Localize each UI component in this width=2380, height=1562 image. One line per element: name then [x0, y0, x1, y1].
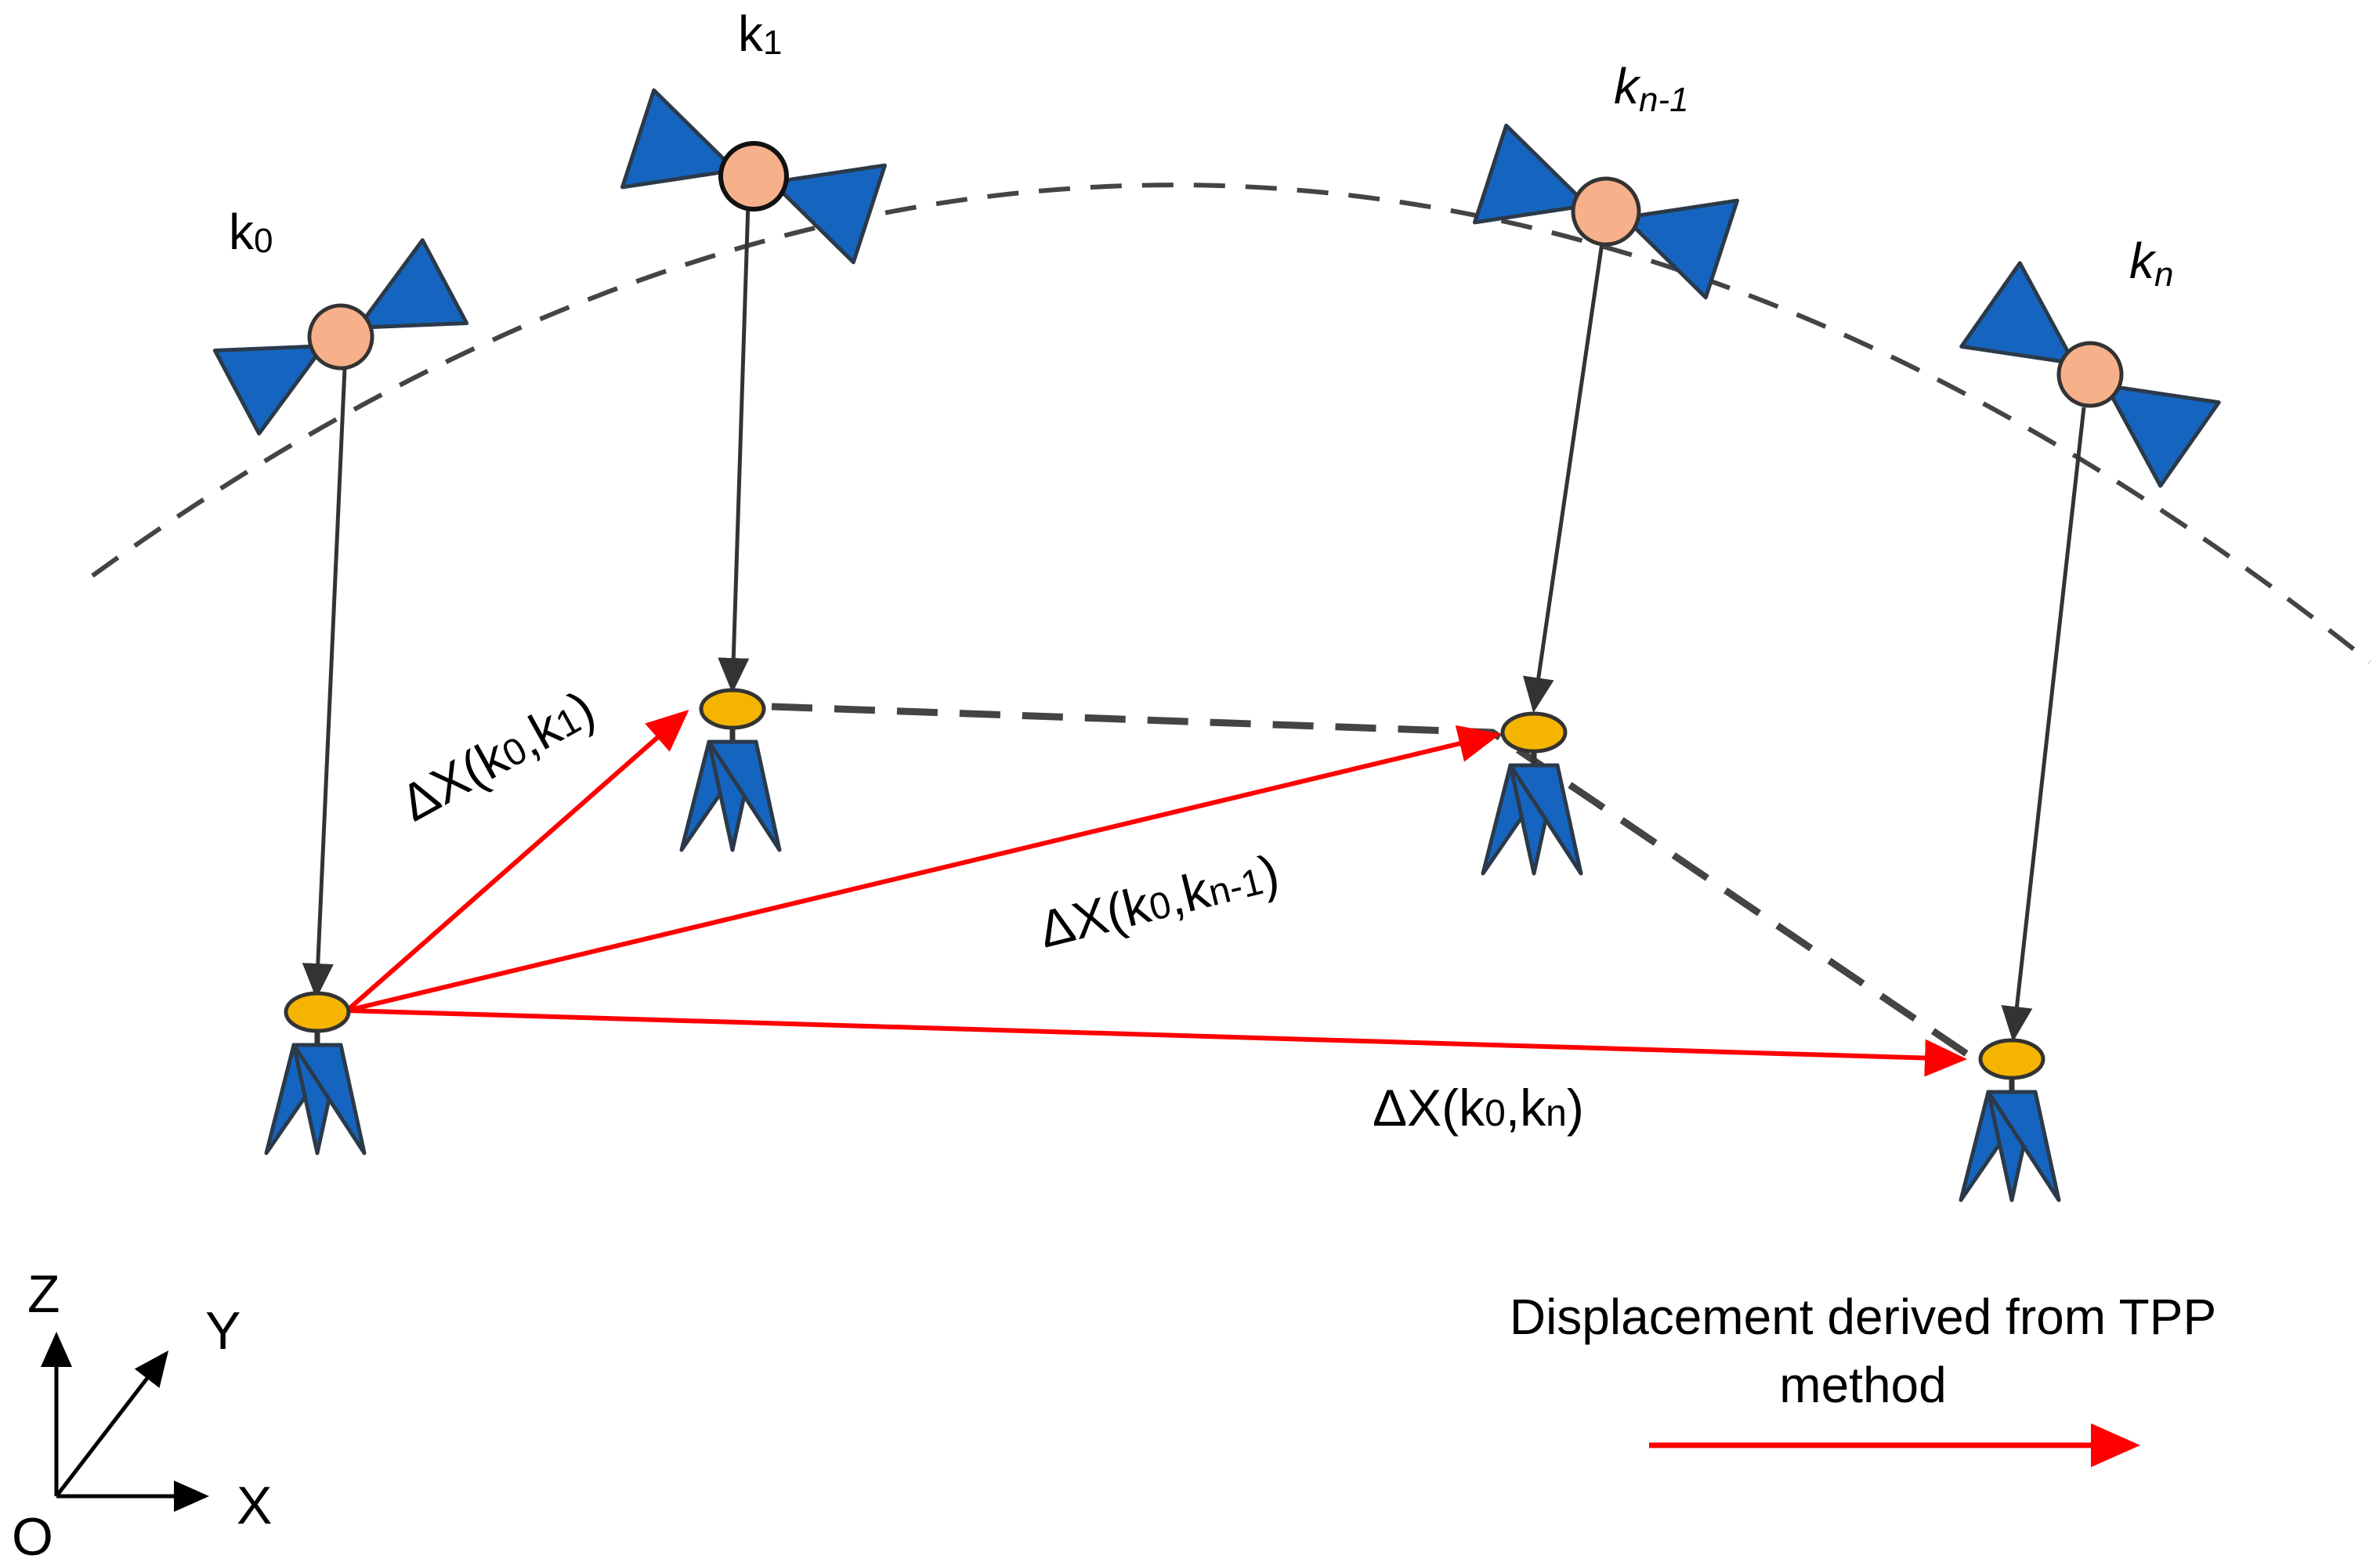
- legend-text-line1: Displacement derived from TPP: [1510, 1289, 2216, 1345]
- axis-y-arrow: [55, 1350, 169, 1498]
- signal-lines: [302, 203, 2086, 1042]
- satellite-kn: [1959, 261, 2221, 488]
- displacement-k0-kn: [346, 1008, 1967, 1077]
- label-kn: kn: [2129, 233, 2173, 294]
- signal-line-k0: [302, 367, 347, 999]
- label-displacement-k0-kn-1: ΔX(k0,kn-1): [1033, 843, 1284, 958]
- axis-y-label: Y: [205, 1301, 241, 1361]
- receiver-k0: [264, 991, 367, 1155]
- receiver-kn: [1959, 1038, 2061, 1202]
- displacement-k0-kn-1: [346, 725, 1501, 1013]
- signal-line-k1: [718, 203, 751, 693]
- legend: Displacement derived from TPP method: [1510, 1289, 2216, 1467]
- axis-x-label: X: [237, 1476, 272, 1535]
- label-k0: k0: [229, 204, 273, 260]
- satellite-kn-1: [1473, 123, 1739, 300]
- receiver-kn-1: [1481, 711, 1583, 876]
- label-displacement-k0-kn: ΔX(k0,kn): [1373, 1079, 1584, 1137]
- receiver-k1: [679, 688, 782, 852]
- orbit-arc: [91, 183, 2371, 664]
- signal-line-kn-1: [1522, 242, 1604, 713]
- satellite-k1: [620, 88, 887, 265]
- axis-z-label: Z: [27, 1264, 60, 1324]
- label-k1: k1: [738, 5, 782, 62]
- receiver-track: [771, 703, 1969, 1057]
- legend-text-line2: method: [1779, 1357, 1946, 1413]
- coordinate-axes: Z Y X O: [12, 1264, 272, 1562]
- displacement-vectors: [345, 710, 1967, 1077]
- satellite-k0: [212, 238, 469, 436]
- signal-line-kn: [2001, 407, 2086, 1042]
- label-displacement-k0-k1: ΔX(k0,k1): [391, 679, 604, 833]
- displacement-k0-k1: [345, 710, 689, 1013]
- label-kn-1: kn-1: [1614, 58, 1689, 119]
- axis-origin-label: O: [12, 1507, 53, 1562]
